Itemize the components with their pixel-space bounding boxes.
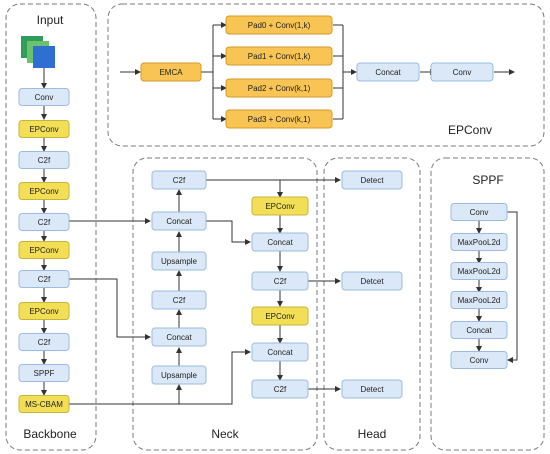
backbone-epconv-box-label: EPConv xyxy=(29,246,58,255)
head-detect-box-label: Detect xyxy=(360,385,384,394)
neck-concat-box: Concat xyxy=(251,342,309,362)
input-label: Input xyxy=(37,13,64,27)
epconv-pad0-box-label: Pad0 + Conv(1,k) xyxy=(248,21,311,30)
epconv-frame xyxy=(107,3,545,147)
neck-concat-box: Concat xyxy=(151,211,207,231)
backbone-c2f-box-label: C2f xyxy=(38,218,51,227)
epconv-emca-box-label: EMCA xyxy=(159,68,183,77)
backbone-epconv-box: EPConv xyxy=(18,241,70,259)
neck-upsample-box-label: Upsample xyxy=(161,257,198,266)
neck-c2f-box-label: C2f xyxy=(173,176,186,185)
backbone-c2f-box-label: C2f xyxy=(38,156,51,165)
sppf-conv-box: Conv xyxy=(450,203,508,221)
backbone-epconv-box-label: EPConv xyxy=(29,307,58,316)
neck-epconv-box: EPConv xyxy=(251,306,309,326)
epconv-pad3-box: Pad3 + Conv(k,1) xyxy=(225,109,333,129)
backbone-ms-cbam-box-label: MS-CBAM xyxy=(25,400,63,409)
epconv-conv-box-label: Conv xyxy=(453,68,472,77)
backbone-c2f-box: C2f xyxy=(18,151,70,169)
neck-concat-box-label: Concat xyxy=(166,217,192,226)
input-image-icon xyxy=(21,36,55,68)
sppf-conv-box-label: Conv xyxy=(470,208,489,217)
neck-c2f-box: C2f xyxy=(251,271,309,291)
sppf-frame xyxy=(430,157,545,451)
epconv-pad2-box-label: Pad2 + Conv(k,1) xyxy=(248,84,311,93)
head-label: Head xyxy=(358,427,387,441)
neck-concat-box: Concat xyxy=(151,327,207,347)
sppf-concat-box: Concat xyxy=(450,321,508,339)
backbone-sppf-box: SPPF xyxy=(18,364,70,382)
backbone-epconv-box: EPConv xyxy=(18,302,70,320)
epconv-concat-box: Concat xyxy=(356,62,420,82)
epconv-concat-box-label: Concat xyxy=(375,68,401,77)
epconv-pad0-box: Pad0 + Conv(1,k) xyxy=(225,15,333,35)
backbone-label: Backbone xyxy=(23,427,77,441)
sppf-maxpool2d-box-label: MaxPooL2d xyxy=(458,267,501,276)
sppf-conv-box: Conv xyxy=(450,351,508,369)
neck-concat-box-label: Concat xyxy=(267,348,293,357)
backbone-c2f-box-label: C2f xyxy=(38,338,51,347)
head-detect-box-label: Detect xyxy=(360,176,384,185)
backbone-c2f-box: C2f xyxy=(18,270,70,288)
neck-concat-box: Concat xyxy=(251,232,309,252)
neck-c2f-box: C2f xyxy=(151,290,207,310)
sppf-maxpool2d-box-label: MaxPooL2d xyxy=(458,296,501,305)
neck-concat-box-label: Concat xyxy=(166,333,192,342)
neck-c2f-box: C2f xyxy=(151,170,207,190)
head-detcet-box: Detcet xyxy=(341,271,403,291)
neck-epconv-box: EPConv xyxy=(251,196,309,216)
neck-concat-box-label: Concat xyxy=(267,238,293,247)
neck-upsample-box: Upsample xyxy=(151,365,207,385)
head-frame xyxy=(323,157,421,451)
epconv-pad1-box: Pad1 + Conv(1,k) xyxy=(225,46,333,66)
backbone-c2f-box: C2f xyxy=(18,333,70,351)
sppf-maxpool2d-box: MaxPooL2d xyxy=(450,291,508,309)
sppf-maxpool2d-box-label: MaxPooL2d xyxy=(458,238,501,247)
backbone-ms-cbam-box: MS-CBAM xyxy=(18,395,70,413)
sppf-maxpool2d-box: MaxPooL2d xyxy=(450,262,508,280)
backbone-c2f-box: C2f xyxy=(18,213,70,231)
neck-epconv-box-label: EPConv xyxy=(265,202,294,211)
head-detect-box: Detect xyxy=(341,170,403,190)
head-detect-box: Detect xyxy=(341,379,403,399)
backbone-epconv-box: EPConv xyxy=(18,182,70,200)
epconv-pad3-box-label: Pad3 + Conv(k,1) xyxy=(248,115,311,124)
backbone-c2f-box-label: C2f xyxy=(38,275,51,284)
neck-c2f-box-label: C2f xyxy=(173,296,186,305)
head-detcet-box-label: Detcet xyxy=(360,277,384,286)
backbone-epconv-box-label: EPConv xyxy=(29,187,58,196)
neck-upsample-box: Upsample xyxy=(151,251,207,271)
neck-c2f-box-label: C2f xyxy=(274,385,287,394)
epconv-conv-box: Conv xyxy=(430,62,494,82)
backbone-epconv-box-label: EPConv xyxy=(29,125,58,134)
backbone-sppf-box-label: SPPF xyxy=(34,369,55,378)
epconv-label: EPConv xyxy=(448,123,492,137)
backbone-conv-box-label: Conv xyxy=(35,93,54,102)
sppf-maxpool2d-box: MaxPooL2d xyxy=(450,233,508,251)
backbone-conv-box: Conv xyxy=(18,88,70,106)
backbone-frame xyxy=(5,3,97,451)
epconv-pad2-box: Pad2 + Conv(k,1) xyxy=(225,78,333,98)
neck-c2f-box-label: C2f xyxy=(274,277,287,286)
epconv-pad1-box-label: Pad1 + Conv(1,k) xyxy=(248,52,311,61)
sppf-conv-box-label: Conv xyxy=(470,356,489,365)
neck-label: Neck xyxy=(211,427,239,441)
backbone-epconv-box: EPConv xyxy=(18,120,70,138)
neck-epconv-box-label: EPConv xyxy=(265,312,294,321)
sppf-concat-box-label: Concat xyxy=(466,326,492,335)
sppf-label: SPPF xyxy=(472,173,503,187)
neck-c2f-box: C2f xyxy=(251,379,309,399)
neck-upsample-box-label: Upsample xyxy=(161,371,198,380)
epconv-emca-box: EMCA xyxy=(140,62,202,82)
